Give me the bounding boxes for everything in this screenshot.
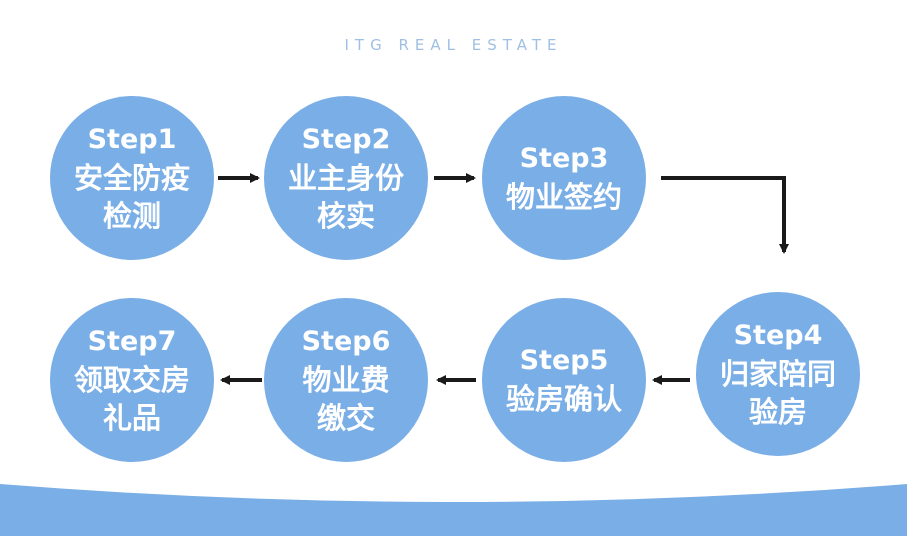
step-1-line-2: 检测 xyxy=(102,199,161,233)
step-6-label: Step6 xyxy=(301,326,391,357)
step-2-line-2: 核实 xyxy=(316,199,375,233)
step-4-line-2: 验房 xyxy=(748,395,807,429)
step-7-label: Step7 xyxy=(87,326,177,357)
step-2-circle: Step2 业主身份 核实 xyxy=(264,96,428,260)
step-6-line-2: 缴交 xyxy=(316,401,375,435)
step-2-label: Step2 xyxy=(301,124,391,155)
step-5-label: Step5 xyxy=(519,345,609,376)
arrow-step3-step4 xyxy=(661,176,789,254)
step-4-line-1: 归家陪同 xyxy=(719,357,836,391)
brand-title: ITG REAL ESTATE xyxy=(344,36,563,54)
bottom-wave xyxy=(0,484,907,536)
step-7-line-2: 礼品 xyxy=(102,401,161,435)
step-5-line-1: 验房确认 xyxy=(505,382,622,416)
step-6-circle: Step6 物业费 缴交 xyxy=(264,298,428,462)
step-1-circle: Step1 安全防疫 检测 xyxy=(50,96,214,260)
step-3-line-1: 物业签约 xyxy=(505,180,622,214)
step-2-line-1: 业主身份 xyxy=(287,161,404,195)
step-5-circle: Step5 验房确认 xyxy=(482,298,646,462)
step-1-line-1: 安全防疫 xyxy=(73,161,190,195)
step-4-label: Step4 xyxy=(733,320,823,351)
step-6-line-1: 物业费 xyxy=(302,363,390,397)
step-4-circle: Step4 归家陪同 验房 xyxy=(696,292,860,456)
step-3-circle: Step3 物业签约 xyxy=(482,96,646,260)
step-7-line-1: 领取交房 xyxy=(73,363,190,397)
step-3-label: Step3 xyxy=(519,143,609,174)
step-1-label: Step1 xyxy=(87,124,177,155)
step-7-circle: Step7 领取交房 礼品 xyxy=(50,298,214,462)
